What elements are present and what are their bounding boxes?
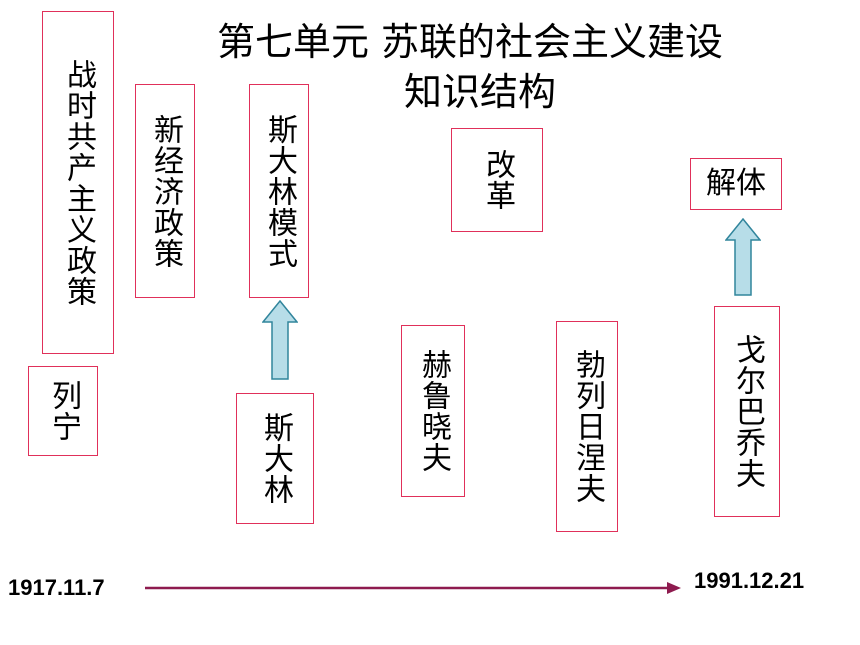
arrow-up-icon [262, 300, 298, 380]
box-stalin-label: 斯大林 [258, 412, 293, 505]
box-khrushchev: 赫鲁晓夫 [401, 325, 465, 497]
box-new-economic-policy: 新经济政策 [135, 84, 195, 298]
box-khrushchev-label: 赫鲁晓夫 [416, 349, 451, 473]
box-stalin-model-label: 斯大林模式 [262, 113, 297, 269]
timeline-end-date: 1991.12.21 [694, 568, 805, 593]
subtitle: 知识结构 [403, 70, 556, 114]
box-stalin: 斯大林 [236, 393, 314, 524]
box-stalin-model: 斯大林模式 [249, 84, 309, 298]
box-war-communism-label: 战时共产主义政策 [61, 58, 96, 307]
box-lenin-label: 列宁 [46, 380, 81, 442]
box-brezhnev-label: 勃列日涅夫 [570, 349, 605, 504]
timeline-arrow [145, 582, 681, 594]
box-war-communism: 战时共产主义政策 [42, 11, 114, 354]
arrow-up-icon [725, 218, 761, 296]
box-new-economic-policy-label: 新经济政策 [148, 113, 183, 269]
main-title: 第七单元 苏联的社会主义建设 [216, 20, 724, 64]
box-brezhnev: 勃列日涅夫 [556, 321, 618, 532]
box-gorbachev-label: 戈尔巴乔夫 [730, 334, 765, 489]
box-lenin: 列宁 [28, 366, 98, 456]
box-reform-label: 改革 [480, 149, 515, 211]
timeline-start-date: 1917.11.7 [8, 575, 105, 600]
box-dissolution: 解体 [690, 158, 782, 210]
box-reform: 改革 [451, 128, 543, 232]
box-gorbachev: 戈尔巴乔夫 [714, 306, 780, 517]
box-dissolution-label: 解体 [706, 166, 766, 201]
